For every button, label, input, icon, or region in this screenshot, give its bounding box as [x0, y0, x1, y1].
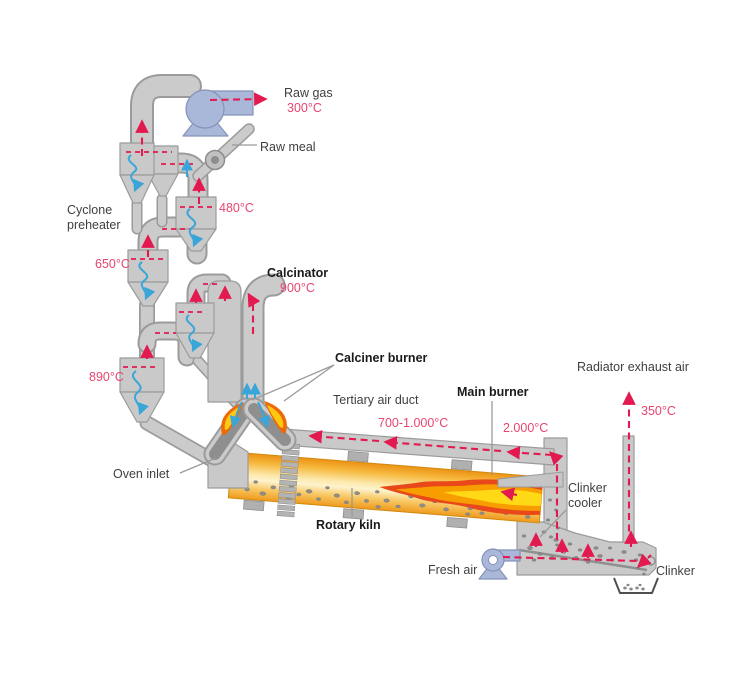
main-burner-lance [497, 471, 564, 488]
label-radiator-exhaust: Radiator exhaust air [577, 360, 689, 374]
clinker-cooler [516, 520, 657, 576]
rotary-kiln [227, 442, 544, 529]
label-clinker-cooler-line1: Clinker [568, 481, 607, 495]
label-clinker-cooler-line2: cooler [568, 496, 602, 510]
raw-meal-valve [204, 149, 226, 171]
temp-650: 650°C [95, 257, 130, 271]
label-main-burner: Main burner [457, 385, 529, 399]
meal-flow-arrows [127, 154, 271, 429]
label-calcinator: Calcinator [267, 266, 328, 280]
label-raw-gas: Raw gas [284, 86, 333, 100]
temp-480: 480°C [219, 201, 254, 215]
label-clinker: Clinker [656, 564, 695, 578]
label-cyclone-preheater-line1: Cyclone [67, 203, 112, 217]
label-raw-meal: Raw meal [260, 140, 316, 154]
fresh-air-fan [478, 548, 521, 580]
calciner [203, 397, 297, 466]
label-fresh-air: Fresh air [428, 563, 477, 577]
label-oven-inlet: Oven inlet [113, 467, 170, 481]
temp-tertiary: 700-1.000°C [378, 416, 448, 430]
temp-900: 900°C [280, 281, 315, 295]
temp-890: 890°C [89, 370, 124, 384]
pointer-lines [179, 144, 567, 538]
temp-radiator: 350°C [641, 404, 676, 418]
gas-flow-arrows [123, 92, 652, 568]
calcinator-column [207, 273, 286, 414]
temp-raw-gas: 300°C [287, 101, 322, 115]
label-calciner-burner: Calciner burner [335, 351, 428, 365]
label-tertiary-air-duct: Tertiary air duct [333, 393, 419, 407]
clinker-tray [613, 577, 659, 594]
temp-main-burner: 2.000°C [503, 421, 548, 435]
diagram-labels: Raw gas 300°C Raw meal Cyclone preheater… [67, 86, 695, 578]
label-cyclone-preheater-line2: preheater [67, 218, 121, 232]
label-rotary-kiln: Rotary kiln [316, 518, 381, 532]
kiln-supports [243, 450, 473, 529]
